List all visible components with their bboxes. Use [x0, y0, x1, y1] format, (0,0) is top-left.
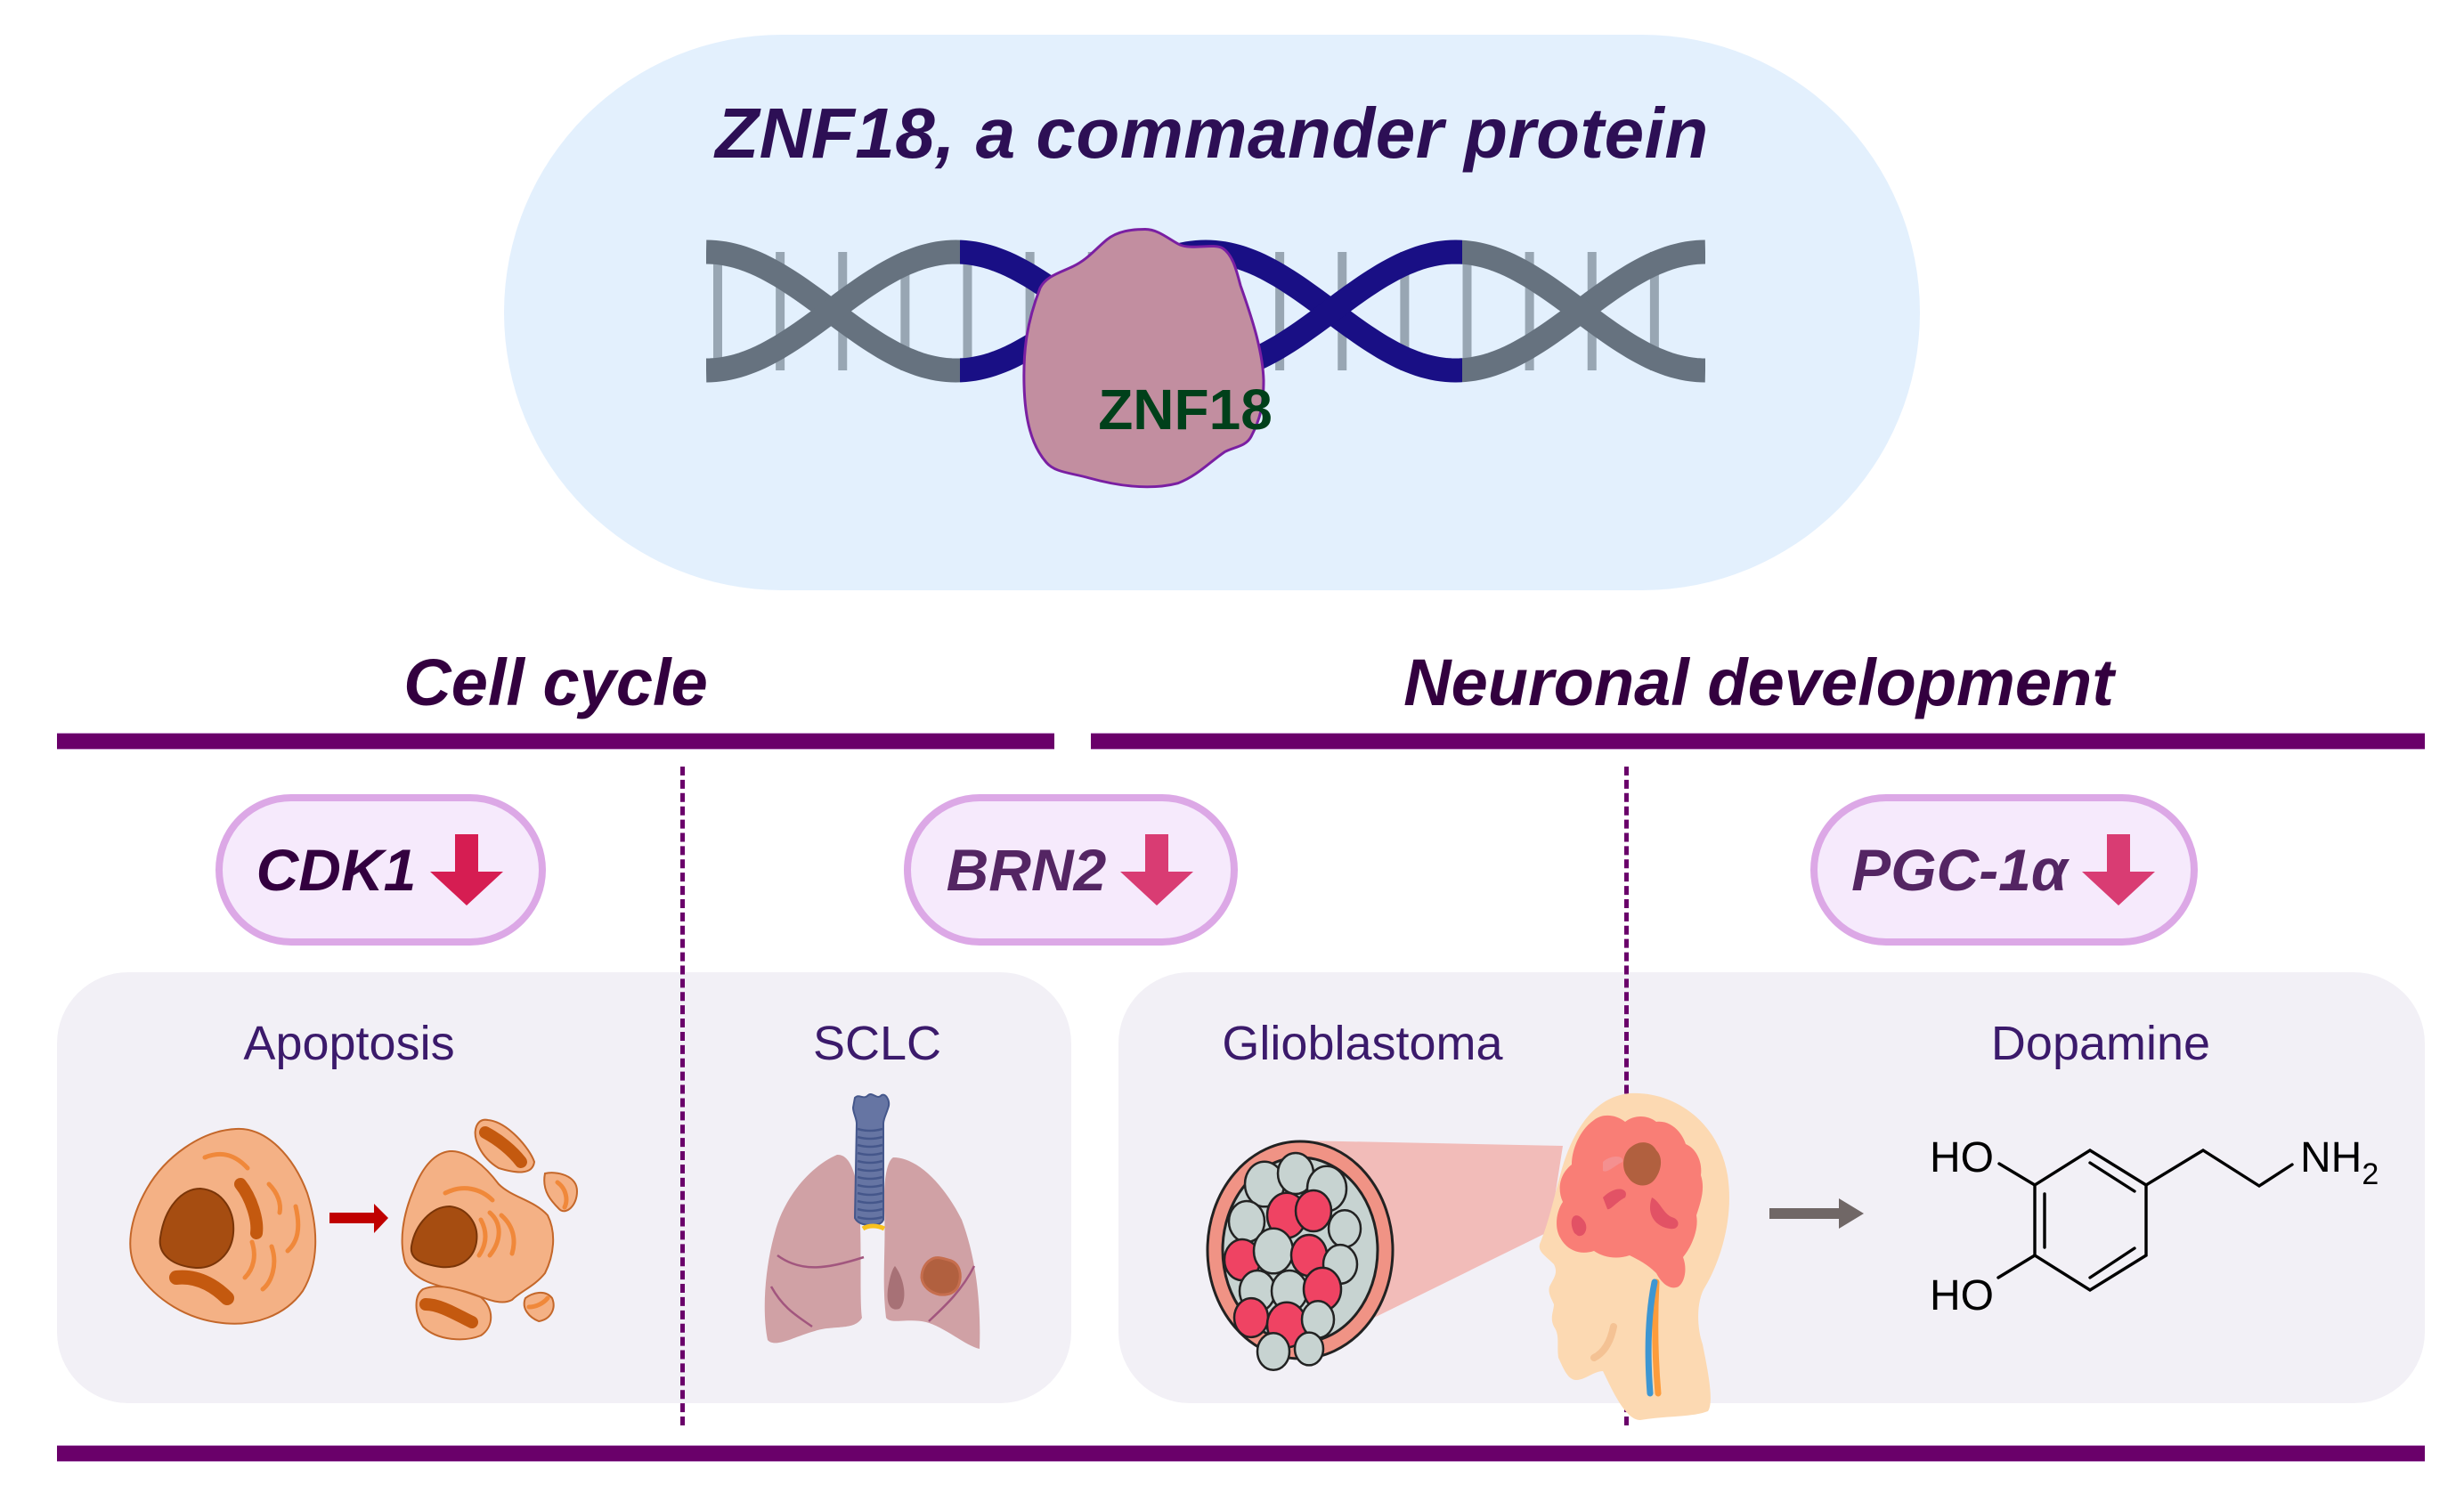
dna-strand	[1462, 239, 1705, 383]
down-arrow-icon	[430, 834, 504, 905]
dna-rung	[963, 252, 972, 370]
dna-helix-icon: ZNF18	[706, 228, 1705, 489]
protein-blob	[1022, 228, 1265, 489]
dna-rung	[1649, 252, 1659, 370]
section-heading-neuronal-development: Neuronal development	[1403, 645, 2114, 719]
protein-label: ZNF18	[1098, 378, 1273, 442]
dna-rung	[1462, 252, 1472, 370]
panel-label-apoptosis: Apoptosis	[243, 1017, 455, 1070]
dna-rung	[1275, 252, 1285, 370]
dna-rung	[1525, 252, 1534, 370]
main-title: ZNF18, a commander protein	[715, 93, 1709, 173]
down-arrow-icon	[1120, 834, 1194, 905]
dna-rung	[1025, 252, 1035, 370]
dna-rung	[776, 252, 785, 370]
dna-rung	[1400, 252, 1410, 370]
bottom-divider	[57, 1445, 2425, 1462]
gene-badge-pgc-1a: PGC-1α	[1810, 794, 2198, 946]
dashed-divider	[1624, 767, 1629, 1425]
gene-badge-cdk1: CDK1	[215, 794, 546, 946]
panel-label-glioblastoma: Glioblastoma	[1222, 1017, 1503, 1070]
dna-strand	[706, 239, 960, 383]
dna-strand	[1462, 239, 1705, 383]
gene-badge-brn2: BRN2	[904, 794, 1238, 946]
znf18-protein-icon: ZNF18	[1022, 228, 1273, 489]
gene-label: PGC-1α	[1851, 837, 2068, 903]
panel-label-sclc: SCLC	[812, 1017, 942, 1070]
down-arrow-icon	[2081, 834, 2155, 905]
gene-label: CDK1	[256, 837, 417, 903]
section-heading-cell-cycle: Cell cycle	[403, 645, 708, 719]
dna-strand	[706, 239, 960, 383]
panel-label-dopamine: Dopamine	[1990, 1017, 2211, 1070]
dna-rung	[900, 252, 910, 370]
dna-rung	[713, 252, 722, 370]
dashed-divider	[680, 767, 685, 1425]
section-divider-cell-cycle	[57, 733, 1054, 750]
gene-label: BRN2	[946, 837, 1107, 903]
section-divider-neuronal-development	[1091, 733, 2425, 750]
